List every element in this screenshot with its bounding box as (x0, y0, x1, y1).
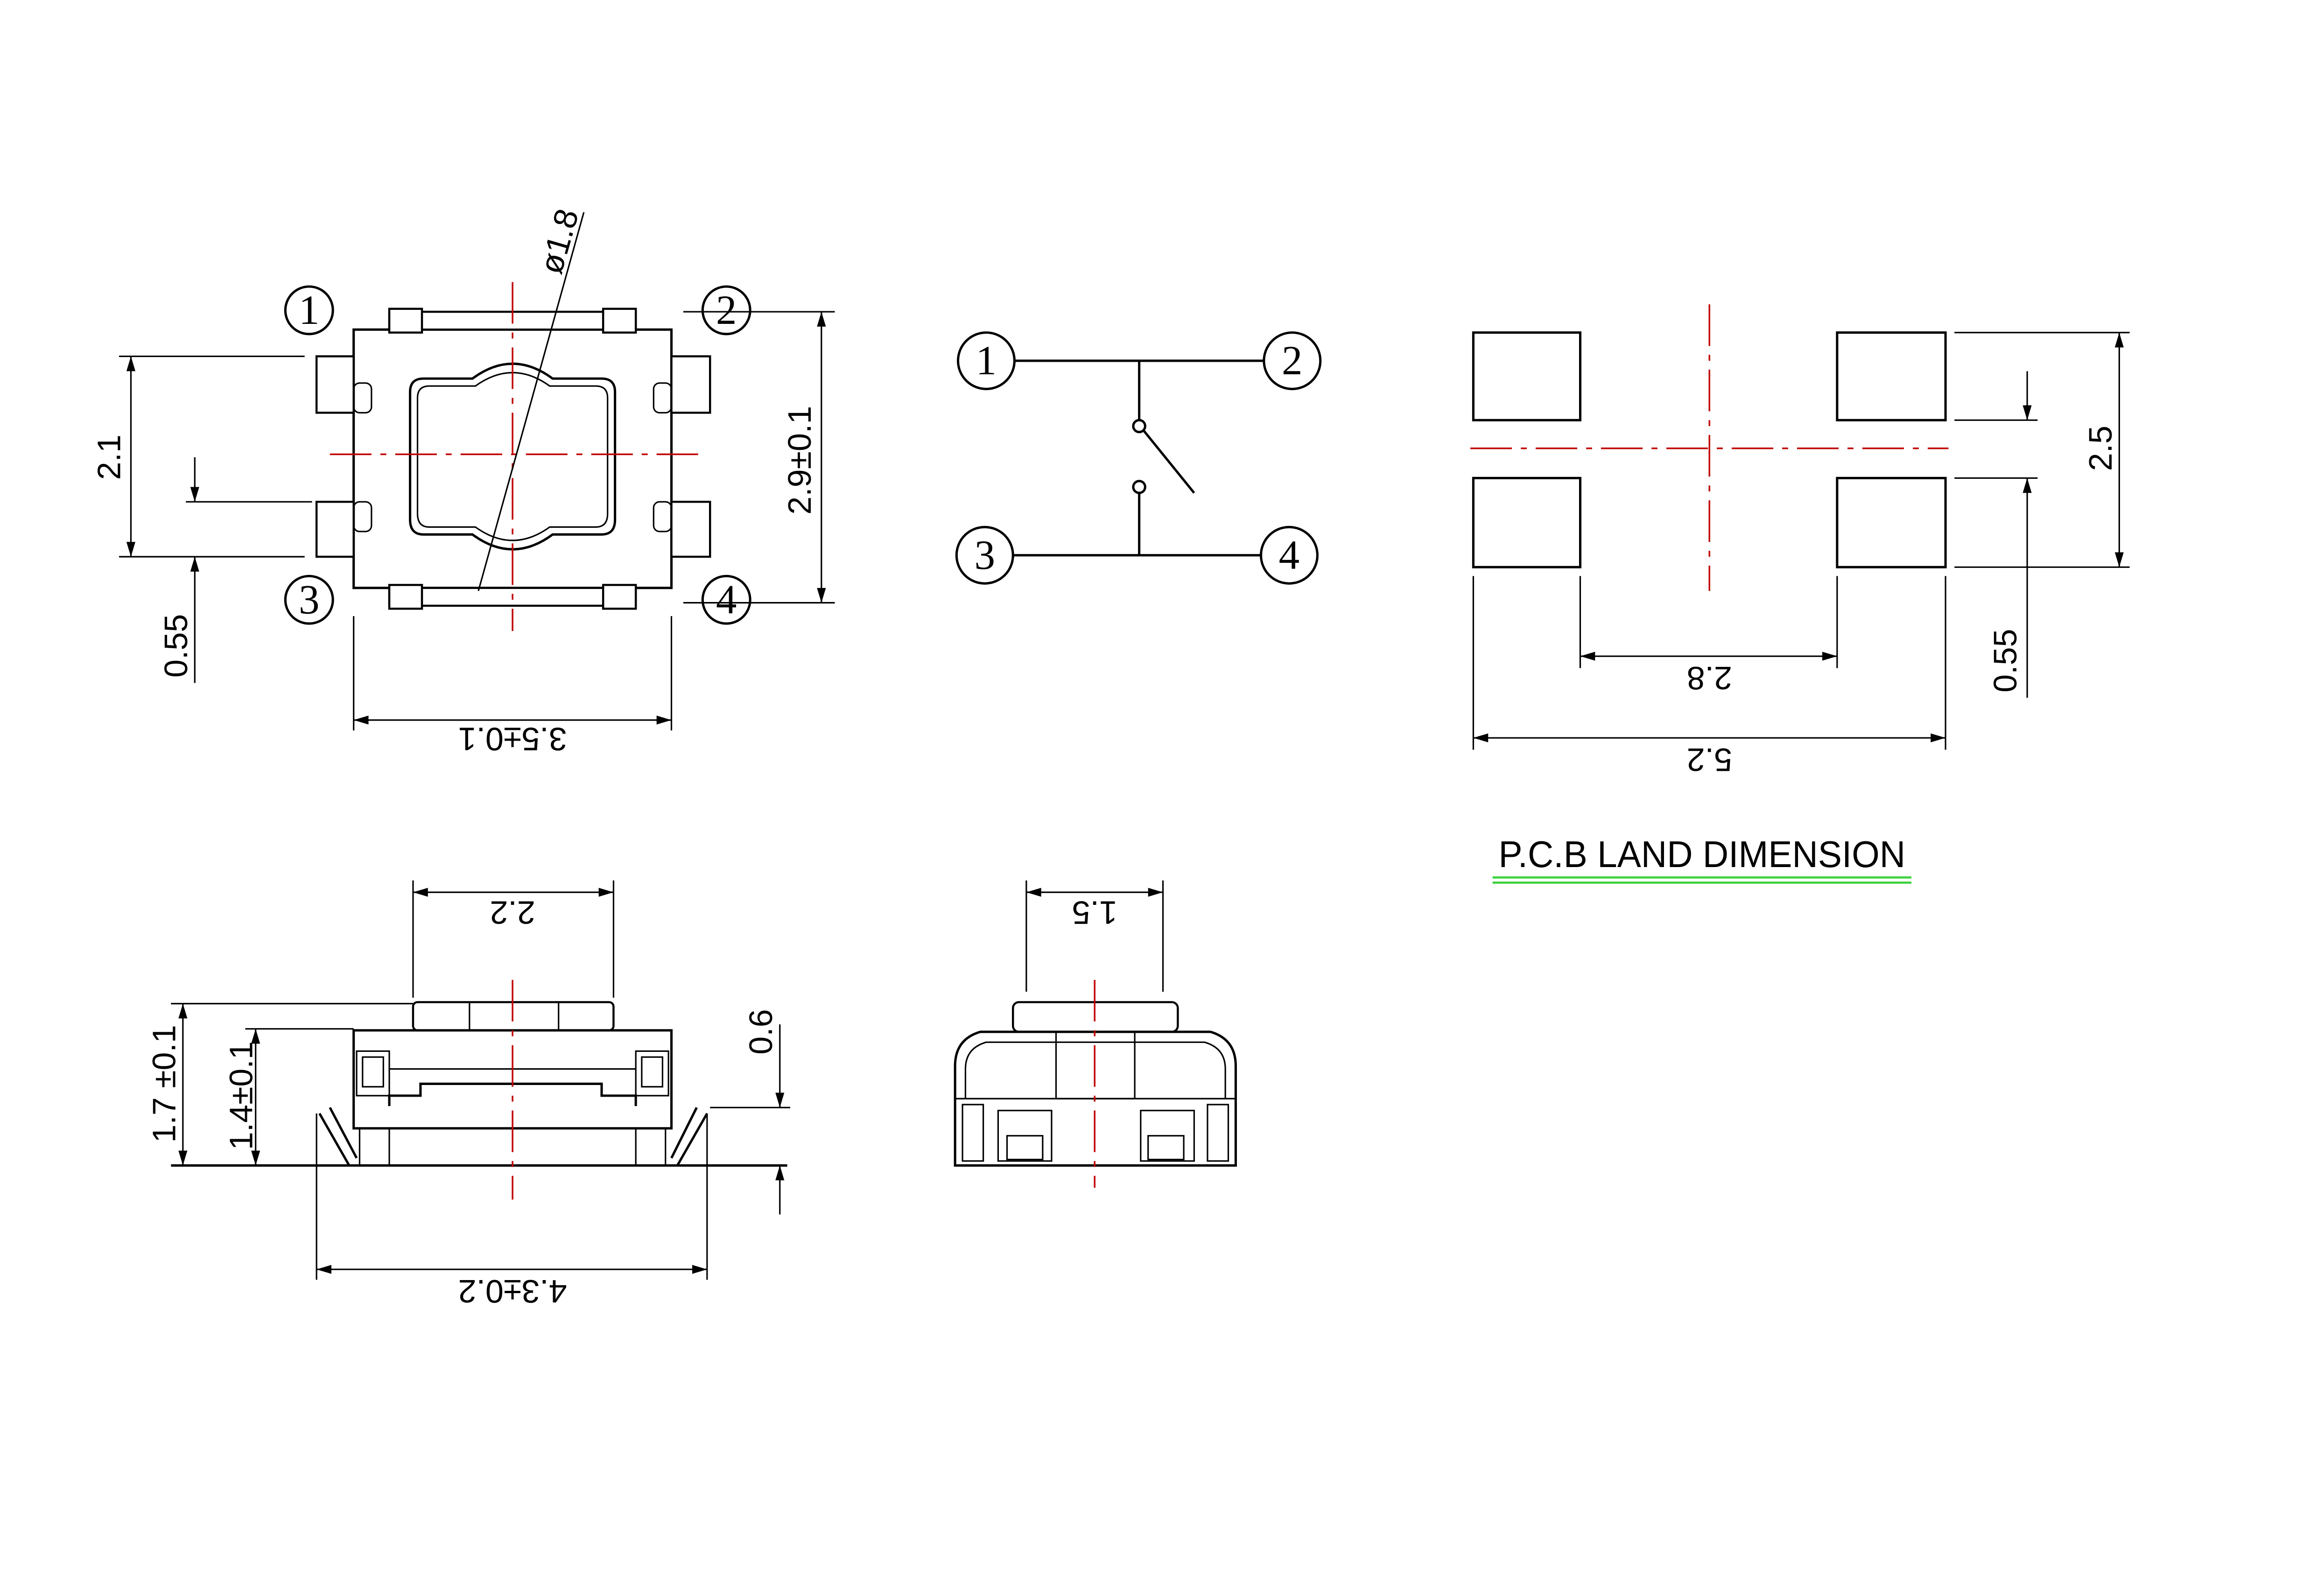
svg-text:2.2: 2.2 (490, 895, 535, 931)
dimension-0-6: 0.6 (710, 1009, 791, 1215)
lead-pin-2 (670, 355, 711, 414)
svg-text:2: 2 (1282, 338, 1303, 384)
dimension-2-1: 2.1 (91, 355, 305, 558)
switch-schematic: 1 2 3 4 (955, 331, 1322, 585)
schematic-pin-1: 1 (956, 331, 1016, 391)
dimension-2-5: 2.5 (1954, 332, 2130, 568)
svg-text:3.5±0.1: 3.5±0.1 (458, 721, 567, 757)
land-pad-2 (1836, 331, 1947, 421)
dimension-1-7: 1.7 ±0.1 (146, 1003, 413, 1166)
lead-pin-1 (315, 355, 355, 414)
svg-text:4.3±0.2: 4.3±0.2 (458, 1273, 567, 1309)
end-view: 1.5 (954, 880, 1237, 1188)
svg-text:5.2: 5.2 (1687, 742, 1732, 778)
dimension-2-9: 2.9±0.1 (683, 311, 835, 604)
svg-text:1.7 ±0.1: 1.7 ±0.1 (146, 1025, 182, 1142)
switch-contact-lever (1143, 430, 1195, 494)
dimension-1-5: 1.5 (1025, 880, 1164, 992)
svg-text:3: 3 (975, 532, 996, 578)
svg-text:1: 1 (976, 338, 997, 384)
svg-text:4: 4 (1279, 532, 1300, 578)
svg-text:2.8: 2.8 (1687, 660, 1732, 696)
land-pad-3 (1472, 476, 1582, 568)
pcb-land-view: 2.5 0.55 2.8 5.2 P.C.B LAND DIMENSION (1470, 304, 2130, 884)
svg-text:1: 1 (299, 287, 320, 333)
pin-label-1: 1 (284, 285, 334, 336)
svg-text:2: 2 (716, 287, 737, 333)
dimension-5-2: 5.2 (1472, 576, 1946, 778)
pin-label-3: 3 (284, 574, 334, 625)
lead-right (670, 1107, 709, 1166)
side-view: 2.2 1.7 ±0.1 1.4±0.1 0.6 4.3±0.2 (146, 880, 791, 1309)
dimension-4-3: 4.3±0.2 (316, 1113, 708, 1309)
schematic-pin-4: 4 (1259, 525, 1319, 585)
svg-text:0.55: 0.55 (158, 614, 194, 678)
schematic-pin-2: 2 (1263, 331, 1322, 391)
dimension-0-55: 0.55 (158, 457, 312, 683)
pin-label-4: 4 (701, 574, 751, 625)
dimension-3-5: 3.5±0.1 (353, 616, 673, 757)
lead-pin-4 (670, 501, 711, 558)
svg-text:4: 4 (716, 577, 737, 623)
button-actuator (409, 363, 617, 551)
svg-text:0.6: 0.6 (743, 1009, 779, 1054)
pin-label-2: 2 (701, 285, 751, 336)
land-pad-4 (1836, 476, 1947, 568)
svg-text:3: 3 (299, 577, 320, 623)
svg-text:0.55: 0.55 (1987, 629, 2023, 693)
lead-left (318, 1107, 358, 1166)
svg-text:1.4±0.1: 1.4±0.1 (223, 1041, 260, 1150)
land-pad-1 (1472, 331, 1582, 421)
lead-pin-3 (315, 501, 355, 558)
dimension-2-2: 2.2 (412, 880, 615, 998)
svg-text:2.5: 2.5 (2082, 426, 2119, 471)
svg-text:2.1: 2.1 (91, 434, 127, 480)
dimension-0-55-pcb: 0.55 (1954, 371, 2038, 698)
svg-text:1.5: 1.5 (1072, 895, 1117, 931)
schematic-pin-3: 3 (955, 525, 1014, 585)
dimension-1-4: 1.4±0.1 (223, 1028, 354, 1166)
dimension-diameter-1-8: ø1.8 (477, 205, 586, 591)
top-view: 1 2 3 4 2.1 0.55 2.9±0.1 3.5±0.1 ø1.8 (91, 205, 835, 757)
dimension-2-8: 2.8 (1579, 576, 1838, 696)
pcb-land-title: P.C.B LAND DIMENSION (1499, 833, 1906, 875)
end-body (954, 1030, 1237, 1167)
svg-text:ø1.8: ø1.8 (533, 205, 586, 278)
svg-text:2.9±0.1: 2.9±0.1 (781, 406, 818, 515)
